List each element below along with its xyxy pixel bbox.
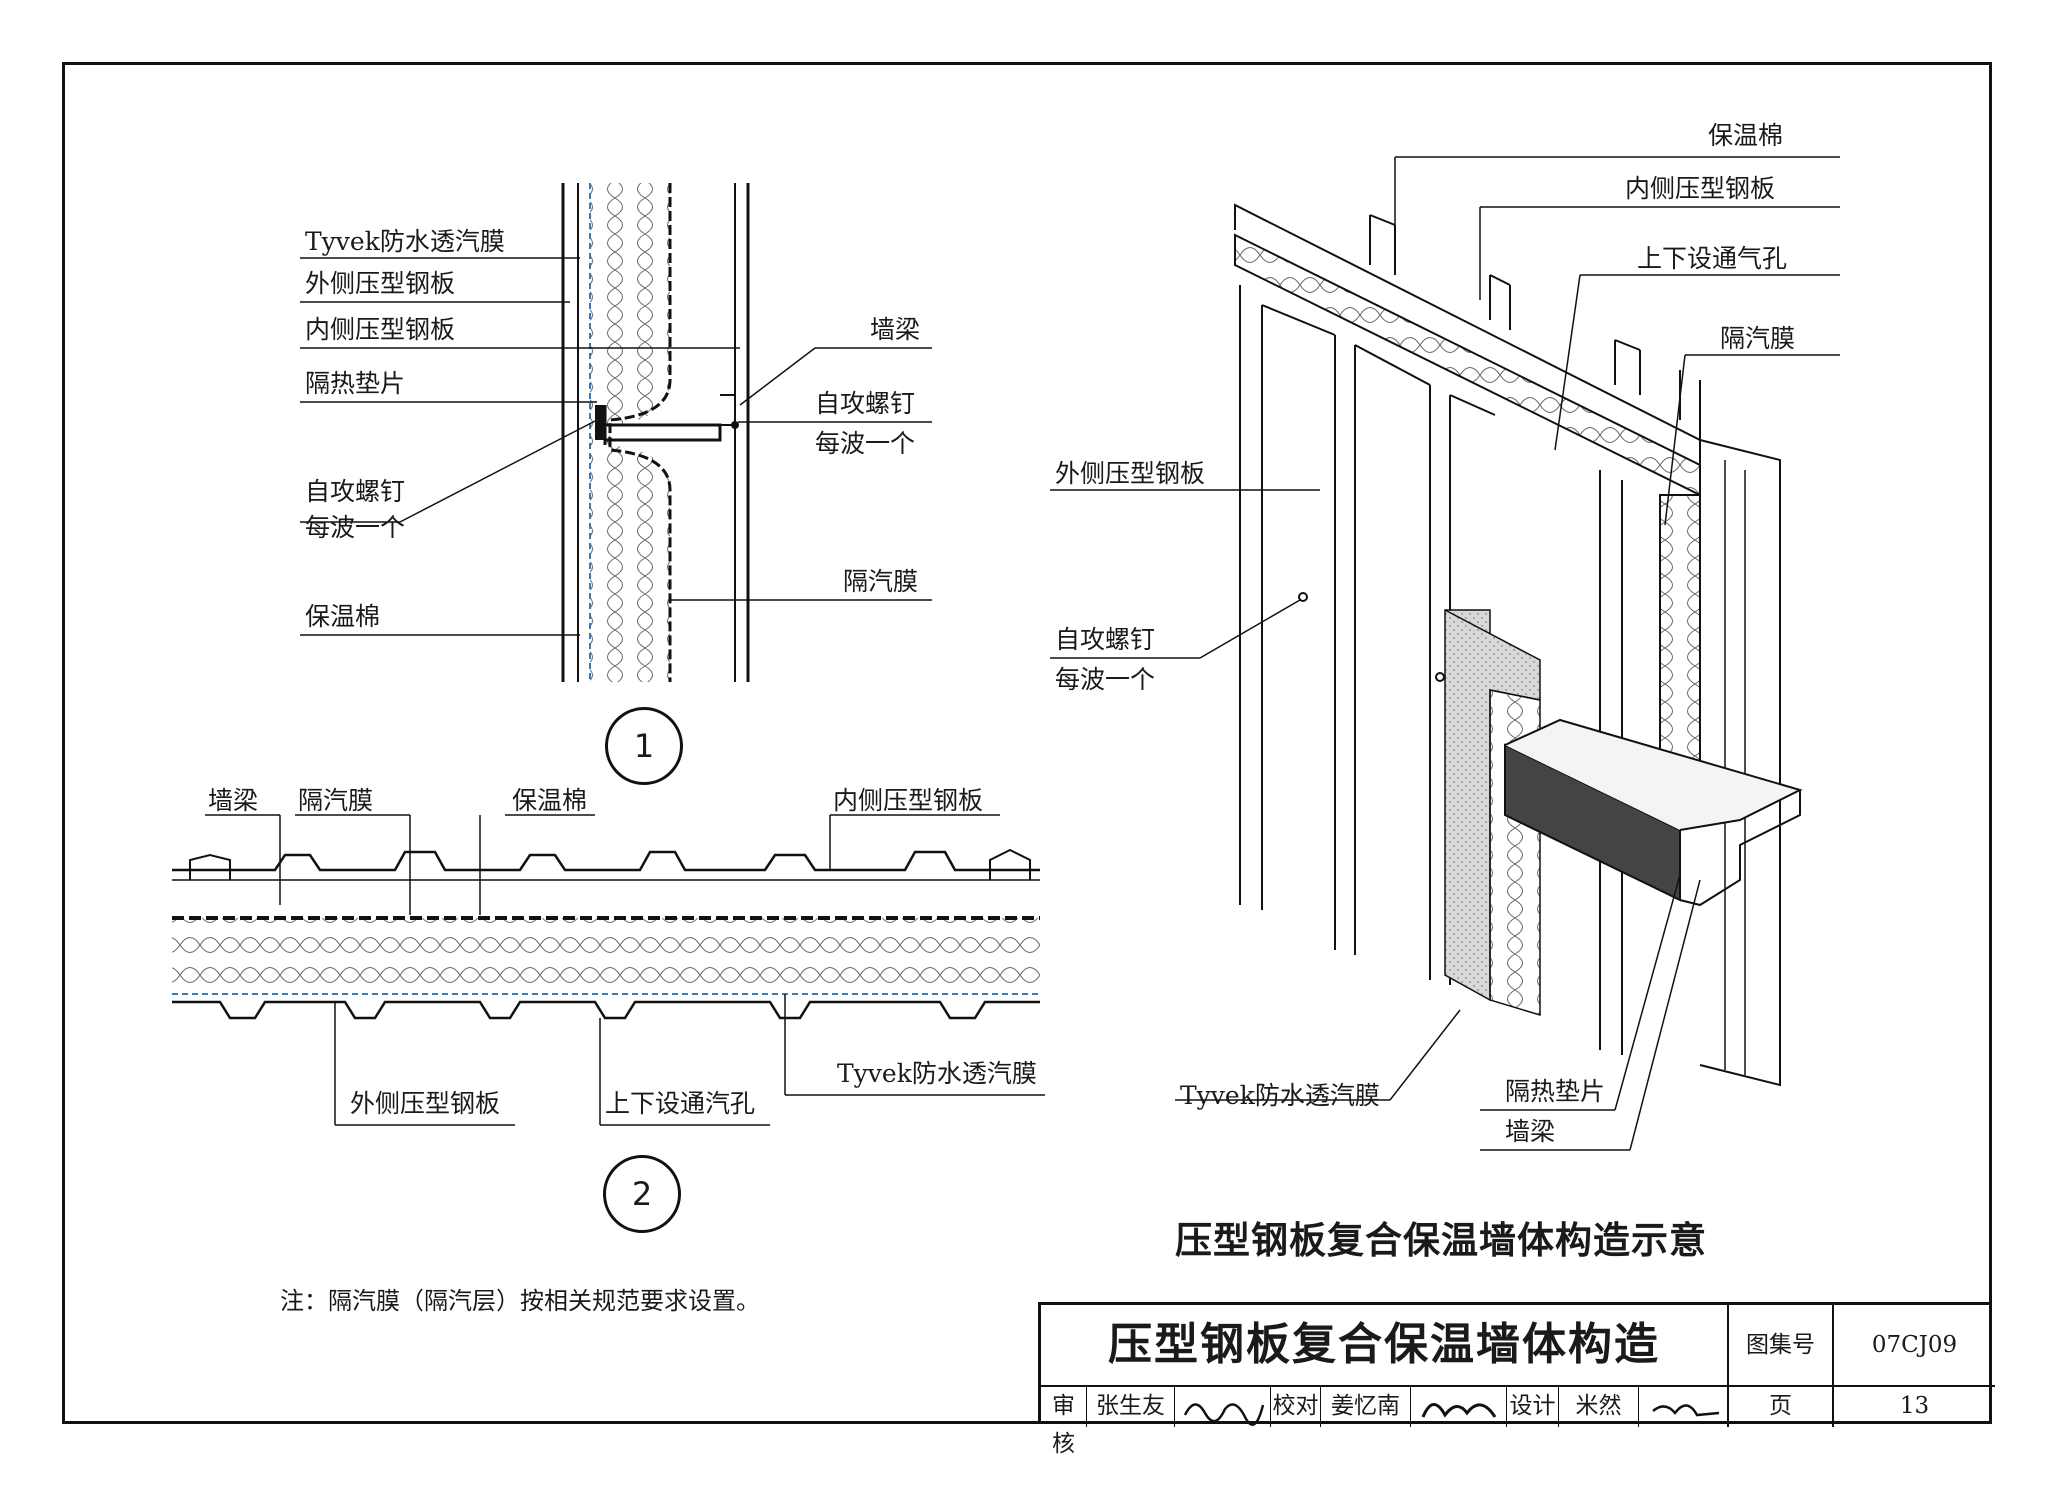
detail1-label-screw-right: 自攻螺钉 [815,389,916,418]
atlas-number: 07CJ09 [1834,1305,1995,1387]
detail1-label-thermal-pad: 隔热垫片 [305,369,406,398]
detail1-label-vapor-barrier: 隔汽膜 [843,567,919,596]
detail1-label-inner-panel: 内侧压型钢板 [305,315,456,344]
detail1-number-circle: 1 [605,707,683,785]
detail1-label-screw: 自攻螺钉 [305,477,406,506]
iso-label-tyvek: Tyvek防水透汽膜 [1180,1081,1380,1110]
detail1-label-tyvek: Tyvek防水透汽膜 [305,227,505,256]
iso-label-screw-per-wave: 每波一个 [1055,665,1156,694]
title-block-title: 压型钢板复合保温墙体构造 [1041,1305,1729,1387]
note-text: 注：隔汽膜（隔汽层）按相关规范要求设置。 [280,1287,760,1315]
iso-label-wall-beam: 墙梁 [1505,1117,1556,1146]
iso-label-thermal-pad: 隔热垫片 [1505,1077,1606,1106]
iso-label-insulation: 保温棉 [1708,121,1784,150]
iso-label-screw: 自攻螺钉 [1055,625,1156,654]
detail1-label-screw-per-wave: 每波一个 [305,513,406,542]
detail1-label-wall-beam: 墙梁 [870,315,921,344]
detail2-label-insulation: 保温棉 [512,786,588,815]
title-block: 压型钢板复合保温墙体构造 图集号 07CJ09 审核 张生友 校对 姜忆南 设计… [1038,1302,1995,1457]
detail2-label-inner-panel: 内侧压型钢板 [833,786,984,815]
reviewer-name: 张生友 [1087,1387,1175,1427]
drawing-frame [62,62,1992,1424]
detail2-label-vapor-barrier: 隔汽膜 [298,786,374,815]
detail2-label-outer-panel: 外侧压型钢板 [350,1089,501,1118]
detail2-number-circle: 2 [603,1155,681,1233]
detail2-label-tyvek: Tyvek防水透汽膜 [837,1059,1037,1088]
detail2-label-wall-beam: 墙梁 [208,786,259,815]
page-label: 页 [1729,1387,1834,1427]
iso-label-vent-hole: 上下设通气孔 [1637,244,1788,273]
detail1-label-insulation: 保温棉 [305,602,381,631]
detail1-label-outer-panel: 外侧压型钢板 [305,269,456,298]
detail1-label-screw-per-wave-right: 每波一个 [815,429,916,458]
check-label: 校对 [1271,1387,1321,1427]
iso-label-outer-panel: 外侧压型钢板 [1055,459,1206,488]
detail2-label-vent-hole: 上下设通汽孔 [605,1089,756,1118]
page-number: 13 [1899,1393,1930,1419]
designer-name: 米然 [1559,1387,1639,1427]
iso-label-vapor-barrier: 隔汽膜 [1720,324,1796,353]
design-label: 设计 [1507,1387,1559,1427]
reviewer-signature [1175,1387,1271,1427]
designer-signature [1639,1387,1729,1427]
iso-label-inner-panel: 内侧压型钢板 [1625,174,1776,203]
checker-signature [1411,1387,1507,1427]
iso-caption: 压型钢板复合保温墙体构造示意 [1175,1219,1707,1262]
atlas-label: 图集号 [1729,1305,1834,1387]
review-label: 审核 [1041,1387,1087,1457]
checker-name: 姜忆南 [1321,1387,1411,1427]
